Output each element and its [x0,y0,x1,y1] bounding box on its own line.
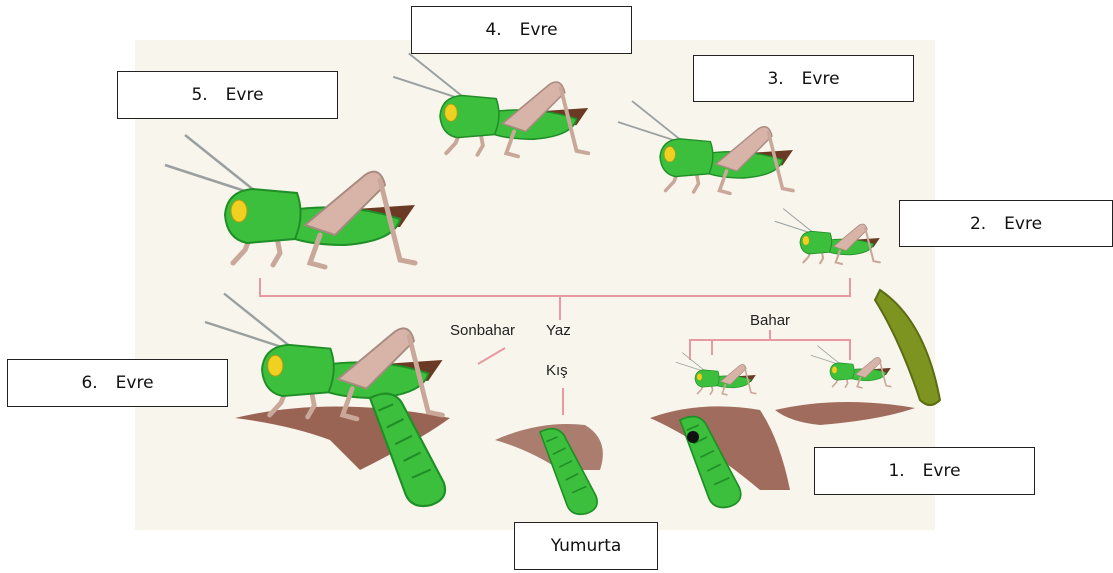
season-summer-label: Yaz [546,322,571,339]
stage-number: 5. [191,85,207,105]
stage-label-2: 2. Evre [899,200,1113,247]
season-spring-label: Bahar [750,312,790,329]
stage-number: 4. [485,20,501,40]
stage-number: 6. [81,373,97,393]
stage-word: Evre [923,461,961,481]
stage-label-6: 6. Evre [7,359,228,407]
stage-number: 1. [888,461,904,481]
stage-word: Evre [116,373,154,393]
stage-label-1: 1. Evre [814,447,1035,495]
stage-word: Evre [802,69,840,89]
egg-label: Yumurta [514,522,658,570]
stage-label-5: 5. Evre [117,71,338,119]
stage-number: 2. [970,214,986,234]
hatching-hole [687,431,699,443]
season-winter-label: Kış [546,362,568,379]
stage-label-4: 4. Evre [411,6,632,54]
egg-label-text: Yumurta [551,536,622,556]
stage-number: 3. [767,69,783,89]
stage-word: Evre [1004,214,1042,234]
stage-word: Evre [226,85,264,105]
season-autumn-label: Sonbahar [450,322,515,339]
stage-label-3: 3. Evre [693,55,914,102]
stage-word: Evre [520,20,558,40]
